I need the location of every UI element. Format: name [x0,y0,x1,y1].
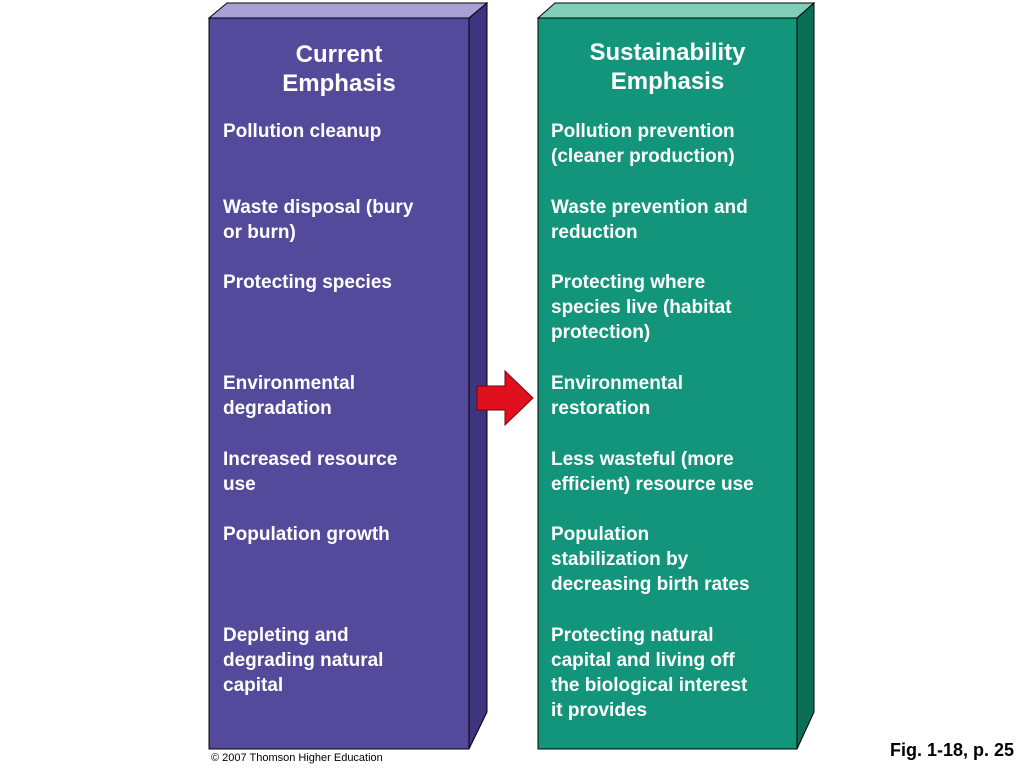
left-item-1: Pollution cleanup [223,121,382,142]
left-pillar-top [207,2,489,19]
right-item-1: Pollution prevention (cleaner production… [551,121,735,167]
right-pillar-front [537,17,798,750]
left-item-3: Protecting species [223,272,392,293]
right-item-3: Protecting where species live (habitat p… [551,272,732,343]
right-heading: Sustainability Emphasis [589,39,746,95]
right-pillar-side [796,1,815,750]
left-pillar-side [468,1,488,750]
left-item-5: Increased resource use [223,449,398,495]
left-item-6: Population growth [223,524,390,545]
right-item-7: Protecting natural capital and living of… [551,625,748,721]
left-item-7: Depleting and degrading natural capital [223,625,384,696]
right-arrow-icon [476,369,534,427]
right-item-6: Population stabilization by decreasing b… [551,524,750,595]
figure-reference: Fig. 1-18, p. 25 [889,740,1014,760]
right-item-2: Waste prevention and reduction [551,197,748,243]
copyright-note: © 2007 Thomson Higher Education [211,752,383,764]
right-item-4: Environmental restoration [551,373,683,419]
right-pillar-top [536,2,816,19]
left-item-2: Waste disposal (bury or burn) [223,197,414,243]
left-item-4: Environmental degradation [223,373,355,419]
left-pillar-front [208,17,470,750]
right-item-5: Less wasteful (more efficient) resource … [551,449,754,495]
left-heading: Current Emphasis [282,41,396,97]
